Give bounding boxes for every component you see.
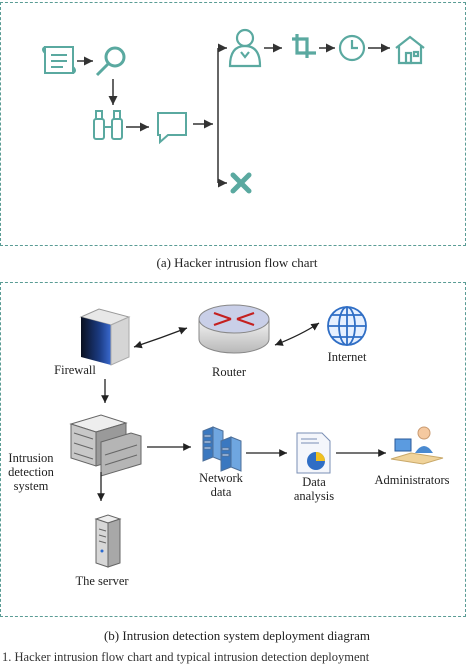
firewall-label: Firewall <box>54 363 96 377</box>
panel-hacker-flow <box>0 2 466 246</box>
ids-label-line1: Intrusion <box>8 451 54 465</box>
user-icon <box>228 28 262 68</box>
server-label: The server <box>75 574 129 588</box>
home-icon <box>395 35 425 65</box>
crop-icon <box>292 34 316 58</box>
clock-icon <box>338 34 366 62</box>
magnifier-icon <box>95 46 126 77</box>
document-icon <box>42 46 76 74</box>
data-analysis-label-line1: Data <box>302 475 326 489</box>
network-data-label-line2: data <box>210 485 232 499</box>
data-analysis-report-icon <box>296 432 331 474</box>
data-analysis-label-line2: analysis <box>293 489 335 503</box>
caption-b: (b) Intrusion detection system deploymen… <box>103 628 371 643</box>
server-tower-icon <box>94 514 122 568</box>
administrator-workstation-icon <box>390 426 444 465</box>
figure-footer-text: 1. Hacker intrusion flow chart and typic… <box>2 650 370 664</box>
caption-a: (a) Hacker intrusion flow chart <box>156 255 318 270</box>
internet-globe-icon <box>327 306 367 346</box>
router-label: Router <box>211 365 247 379</box>
ids-label: Intrusion detection system <box>3 451 59 493</box>
ids-label-line2: detection <box>8 465 54 479</box>
network-data-label-line1: Network <box>199 471 243 485</box>
panel-ids-deployment: Firewall Router Internet Intrusion detec… <box>0 282 466 617</box>
speech-bubble-icon <box>157 112 187 145</box>
data-analysis-label: Data analysis <box>282 475 346 503</box>
administrators-label: Administrators <box>374 473 450 487</box>
ids-deployment-diagram <box>69 304 444 568</box>
hacker-flow-diagram <box>42 28 425 194</box>
binoculars-icon <box>93 110 123 140</box>
ids-label-line3: system <box>13 479 49 493</box>
internet-label: Internet <box>327 350 367 364</box>
router-icon <box>198 304 270 354</box>
network-data-icon <box>202 426 242 472</box>
firewall-icon <box>79 308 131 366</box>
cross-icon <box>230 172 252 194</box>
network-data-label: Network data <box>188 471 254 499</box>
ids-server-stack-icon <box>69 414 142 477</box>
